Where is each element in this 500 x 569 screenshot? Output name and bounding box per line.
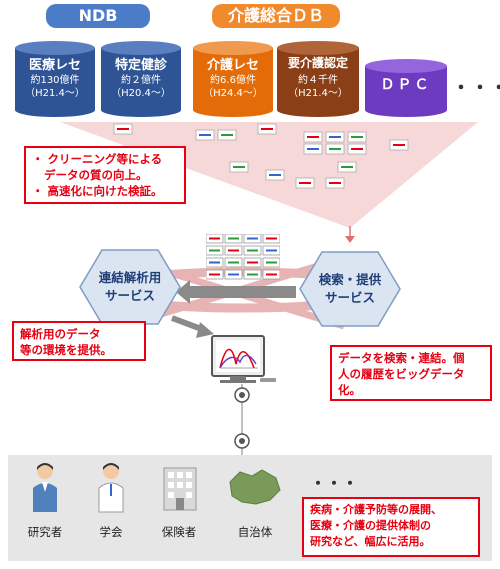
db-iryou-label: 医療レセ 約130億件（H21.4～） xyxy=(25,58,85,99)
db-youkaigo-label: 要介護認定 約４千件（H21.4～） xyxy=(287,56,348,99)
cylinder-kenshin xyxy=(101,41,181,117)
search-note: データを検索・連結。個 人の履歴をビッグデータ 化。 xyxy=(330,345,492,401)
data-grid-icon xyxy=(206,234,280,280)
ellipsis-users: ・・・ xyxy=(310,474,359,493)
cylinder-kaigo-rece xyxy=(193,41,273,117)
municipality-map-icon xyxy=(229,469,281,505)
db-kaigo-rece-label: 介護レセ 約6.6億件（H24.4～） xyxy=(203,58,263,99)
user-researcher: 研究者 xyxy=(27,525,63,539)
svg-text:連結解析用: 連結解析用 xyxy=(99,270,162,285)
cylinder-youkaigo xyxy=(277,41,359,117)
svg-text:サービス: サービス xyxy=(105,288,155,303)
cylinder-dpc xyxy=(365,59,447,117)
svg-text:検索・提供: 検索・提供 xyxy=(319,272,382,287)
transfer-arrow xyxy=(176,280,296,304)
insurer-building-icon xyxy=(163,467,197,511)
data-records-icons xyxy=(113,123,409,189)
monitor-icon xyxy=(211,335,276,383)
user-insurer: 保険者 xyxy=(161,525,197,539)
usage-note: 疾病・介護予防等の展開、 医療・介護の提供体制の 研究など、幅広に活用。 xyxy=(302,497,480,557)
ndb-header: NDB xyxy=(46,4,150,28)
kaigo-db-header: 介護総合ＤＢ xyxy=(212,4,340,28)
environment-note: 解析用のデータ 等の環境を提供。 xyxy=(12,321,146,361)
cylinder-iryou xyxy=(15,41,95,117)
user-municipality: 自治体 xyxy=(237,525,273,539)
svg-text:サービス: サービス xyxy=(325,290,375,305)
db-dpc-label: ＤＰＣ xyxy=(380,77,432,93)
user-academic-society: 学会 xyxy=(99,525,123,539)
connector-node-lower xyxy=(234,433,250,449)
connector-node-upper xyxy=(234,387,250,403)
academic-society-icon xyxy=(98,463,124,513)
analysis-service-hex: 連結解析用 サービス xyxy=(79,249,181,325)
researcher-icon xyxy=(33,463,57,512)
db-kenshin-label: 特定健診 約２億件（H20.4～） xyxy=(111,58,171,99)
ellipsis-top: ・・・ xyxy=(452,78,500,99)
quality-note: ・ クリーニング等による データの質の向上。 ・ 高速化に向けた検証。 xyxy=(24,146,186,204)
search-service-hex: 検索・提供 サービス xyxy=(299,251,401,327)
